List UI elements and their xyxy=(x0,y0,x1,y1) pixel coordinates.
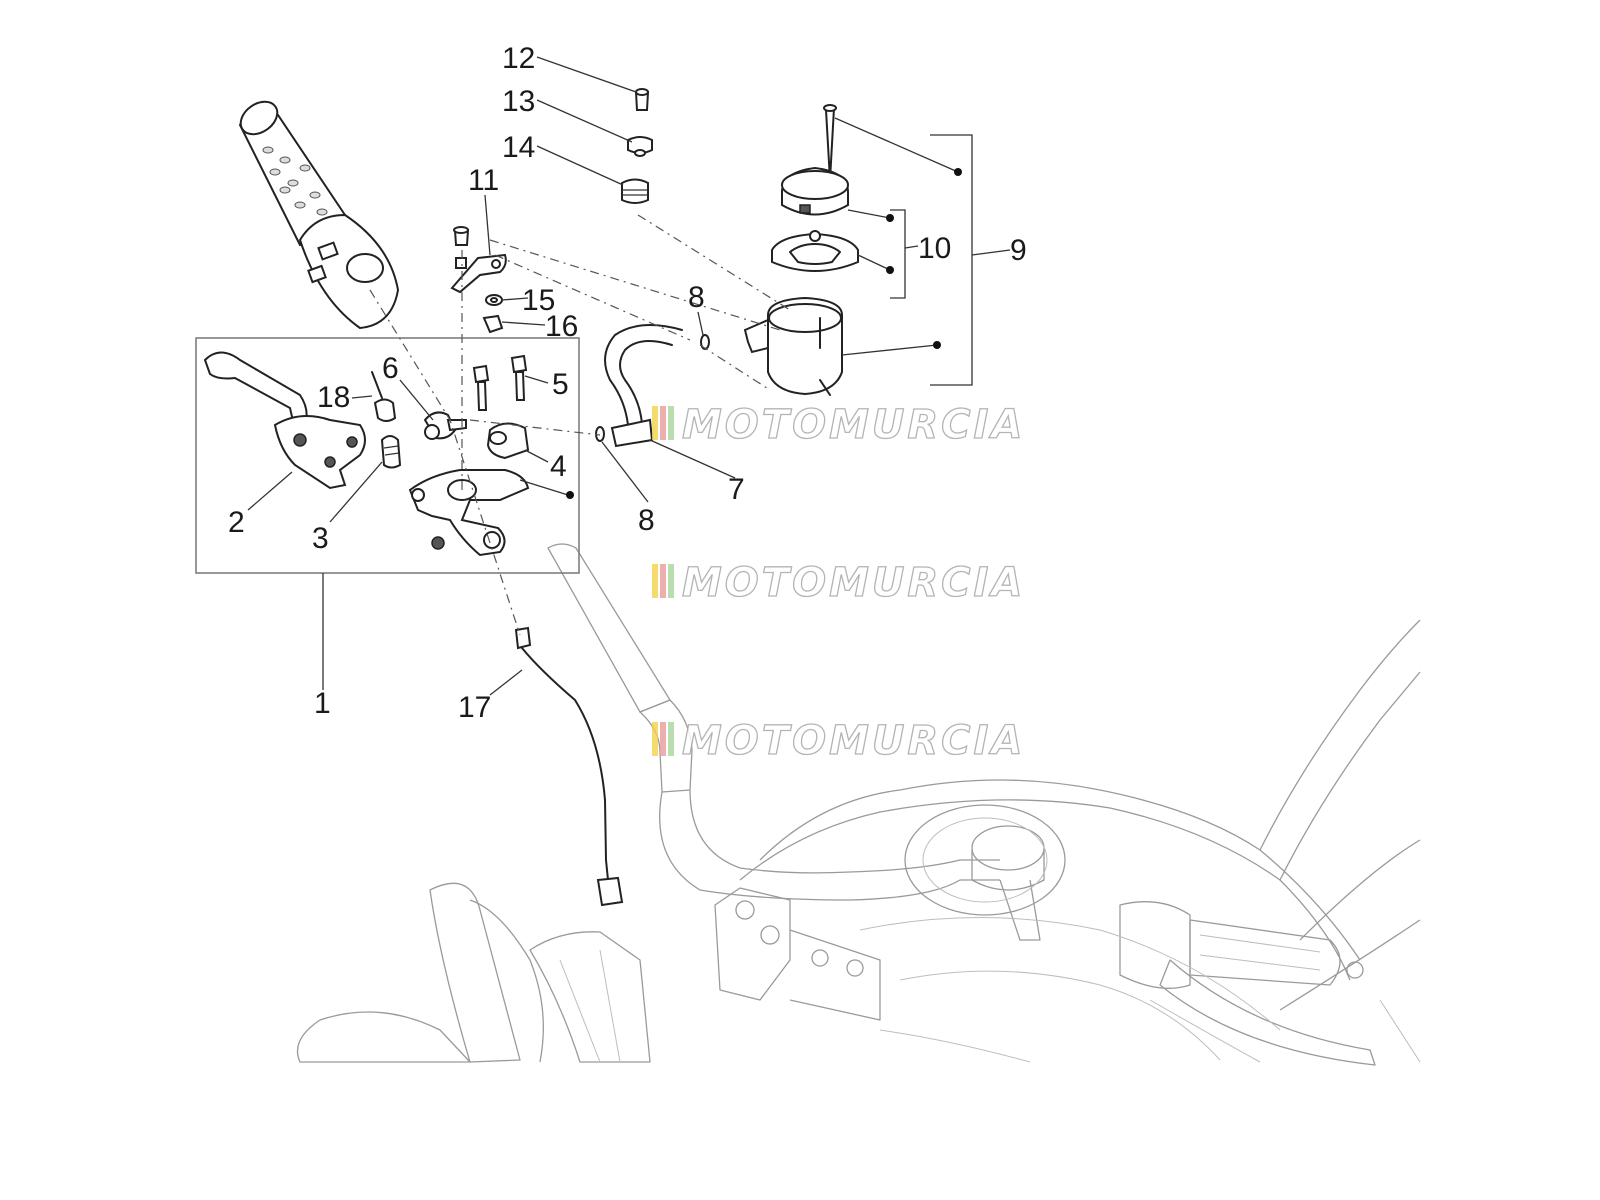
adjuster-spring xyxy=(371,371,397,422)
clutch-lever xyxy=(203,351,366,490)
callout-8-top: 8 xyxy=(688,281,705,314)
assembly-guide-lines xyxy=(369,214,791,636)
callout-2: 2 xyxy=(228,506,245,539)
callout-leader-lines xyxy=(247,56,1011,696)
callout-13: 13 xyxy=(502,85,535,118)
callout-18: 18 xyxy=(317,381,350,414)
callout-9: 9 xyxy=(1010,234,1027,267)
callout-5: 5 xyxy=(552,368,569,401)
callout-labels: 1 2 3 4 5 6 7 8 8 9 10 11 12 13 14 15 16… xyxy=(228,42,1027,724)
clutch-switch-cable xyxy=(514,626,624,907)
callout-14: 14 xyxy=(502,131,535,164)
clutch-master-cylinder-body xyxy=(408,469,530,557)
callout-15: 15 xyxy=(522,284,555,317)
left-handlebar-grip xyxy=(238,100,400,330)
watermark-text: MOTOMURCIA xyxy=(682,560,1025,606)
watermark-middle: MOTOMURCIA xyxy=(652,559,1025,607)
callout-16: 16 xyxy=(545,310,578,343)
mounting-bolts xyxy=(472,354,528,411)
callout-17: 17 xyxy=(458,691,491,724)
assembly-1-group-box xyxy=(195,337,580,574)
watermark-text: MOTOMURCIA xyxy=(682,718,1025,764)
callout-4: 4 xyxy=(550,450,567,483)
pivot-pin xyxy=(380,435,402,469)
reservoir-hose xyxy=(604,324,683,448)
watermark-bottom: MOTOMURCIA xyxy=(652,717,1025,765)
banjo-fitting xyxy=(423,411,467,440)
handlebar-clamp xyxy=(486,422,530,460)
callout-11: 11 xyxy=(468,164,499,197)
callout-6: 6 xyxy=(382,352,399,385)
callout-8-bottom: 8 xyxy=(638,504,655,537)
callout-7: 7 xyxy=(728,473,745,506)
watermark-top: MOTOMURCIA xyxy=(652,401,1025,449)
callout-1: 1 xyxy=(314,687,331,720)
small-hardware xyxy=(450,88,653,334)
callout-3: 3 xyxy=(312,522,329,555)
motorcycle-background-outline xyxy=(296,543,1421,1066)
fluid-reservoir xyxy=(743,104,859,396)
callout-10: 10 xyxy=(918,232,951,265)
watermark-text: MOTOMURCIA xyxy=(682,402,1025,448)
callout-12: 12 xyxy=(502,42,535,75)
